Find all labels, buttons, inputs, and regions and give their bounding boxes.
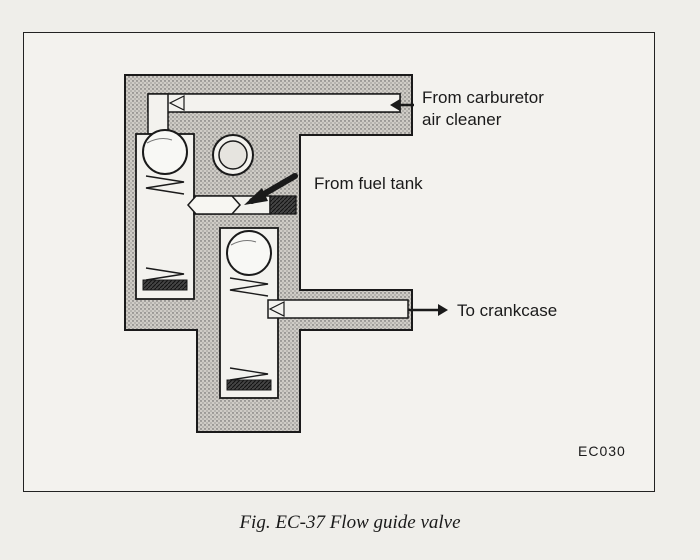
air-cleaner-arrow [390, 99, 414, 111]
crankcase-flow-arrowhead [268, 301, 285, 317]
label-from-fuel-tank: From fuel tank [314, 174, 423, 193]
crankcase-arrow [408, 304, 448, 316]
label-from-carburetor: From carburetor [422, 88, 544, 107]
right-spring [229, 277, 269, 381]
label-air-cleaner: air cleaner [422, 110, 502, 129]
right-spring-seat [226, 379, 272, 391]
right-ball-highlight [230, 240, 257, 246]
fuel-valve-hex [186, 195, 242, 215]
figure-caption: Fig. EC-37 Flow guide valve [239, 512, 461, 533]
left-spring-seat [142, 279, 188, 291]
fuel-tank-arrowhead [244, 188, 268, 205]
left-spring [145, 175, 185, 281]
crankcase-passage [267, 299, 409, 319]
fuel-filter [269, 195, 297, 215]
label-to-crankcase: To crankcase [457, 301, 558, 320]
right-check-ball [226, 230, 272, 276]
left-bore-neck [147, 93, 169, 135]
left-check-ball [142, 129, 188, 175]
air-flow-arrowhead [168, 95, 185, 111]
figure-code: EC030 [578, 443, 626, 459]
air-passage-bore [147, 93, 401, 113]
left-ball-highlight [146, 138, 173, 144]
port-circle-inner [218, 140, 248, 170]
